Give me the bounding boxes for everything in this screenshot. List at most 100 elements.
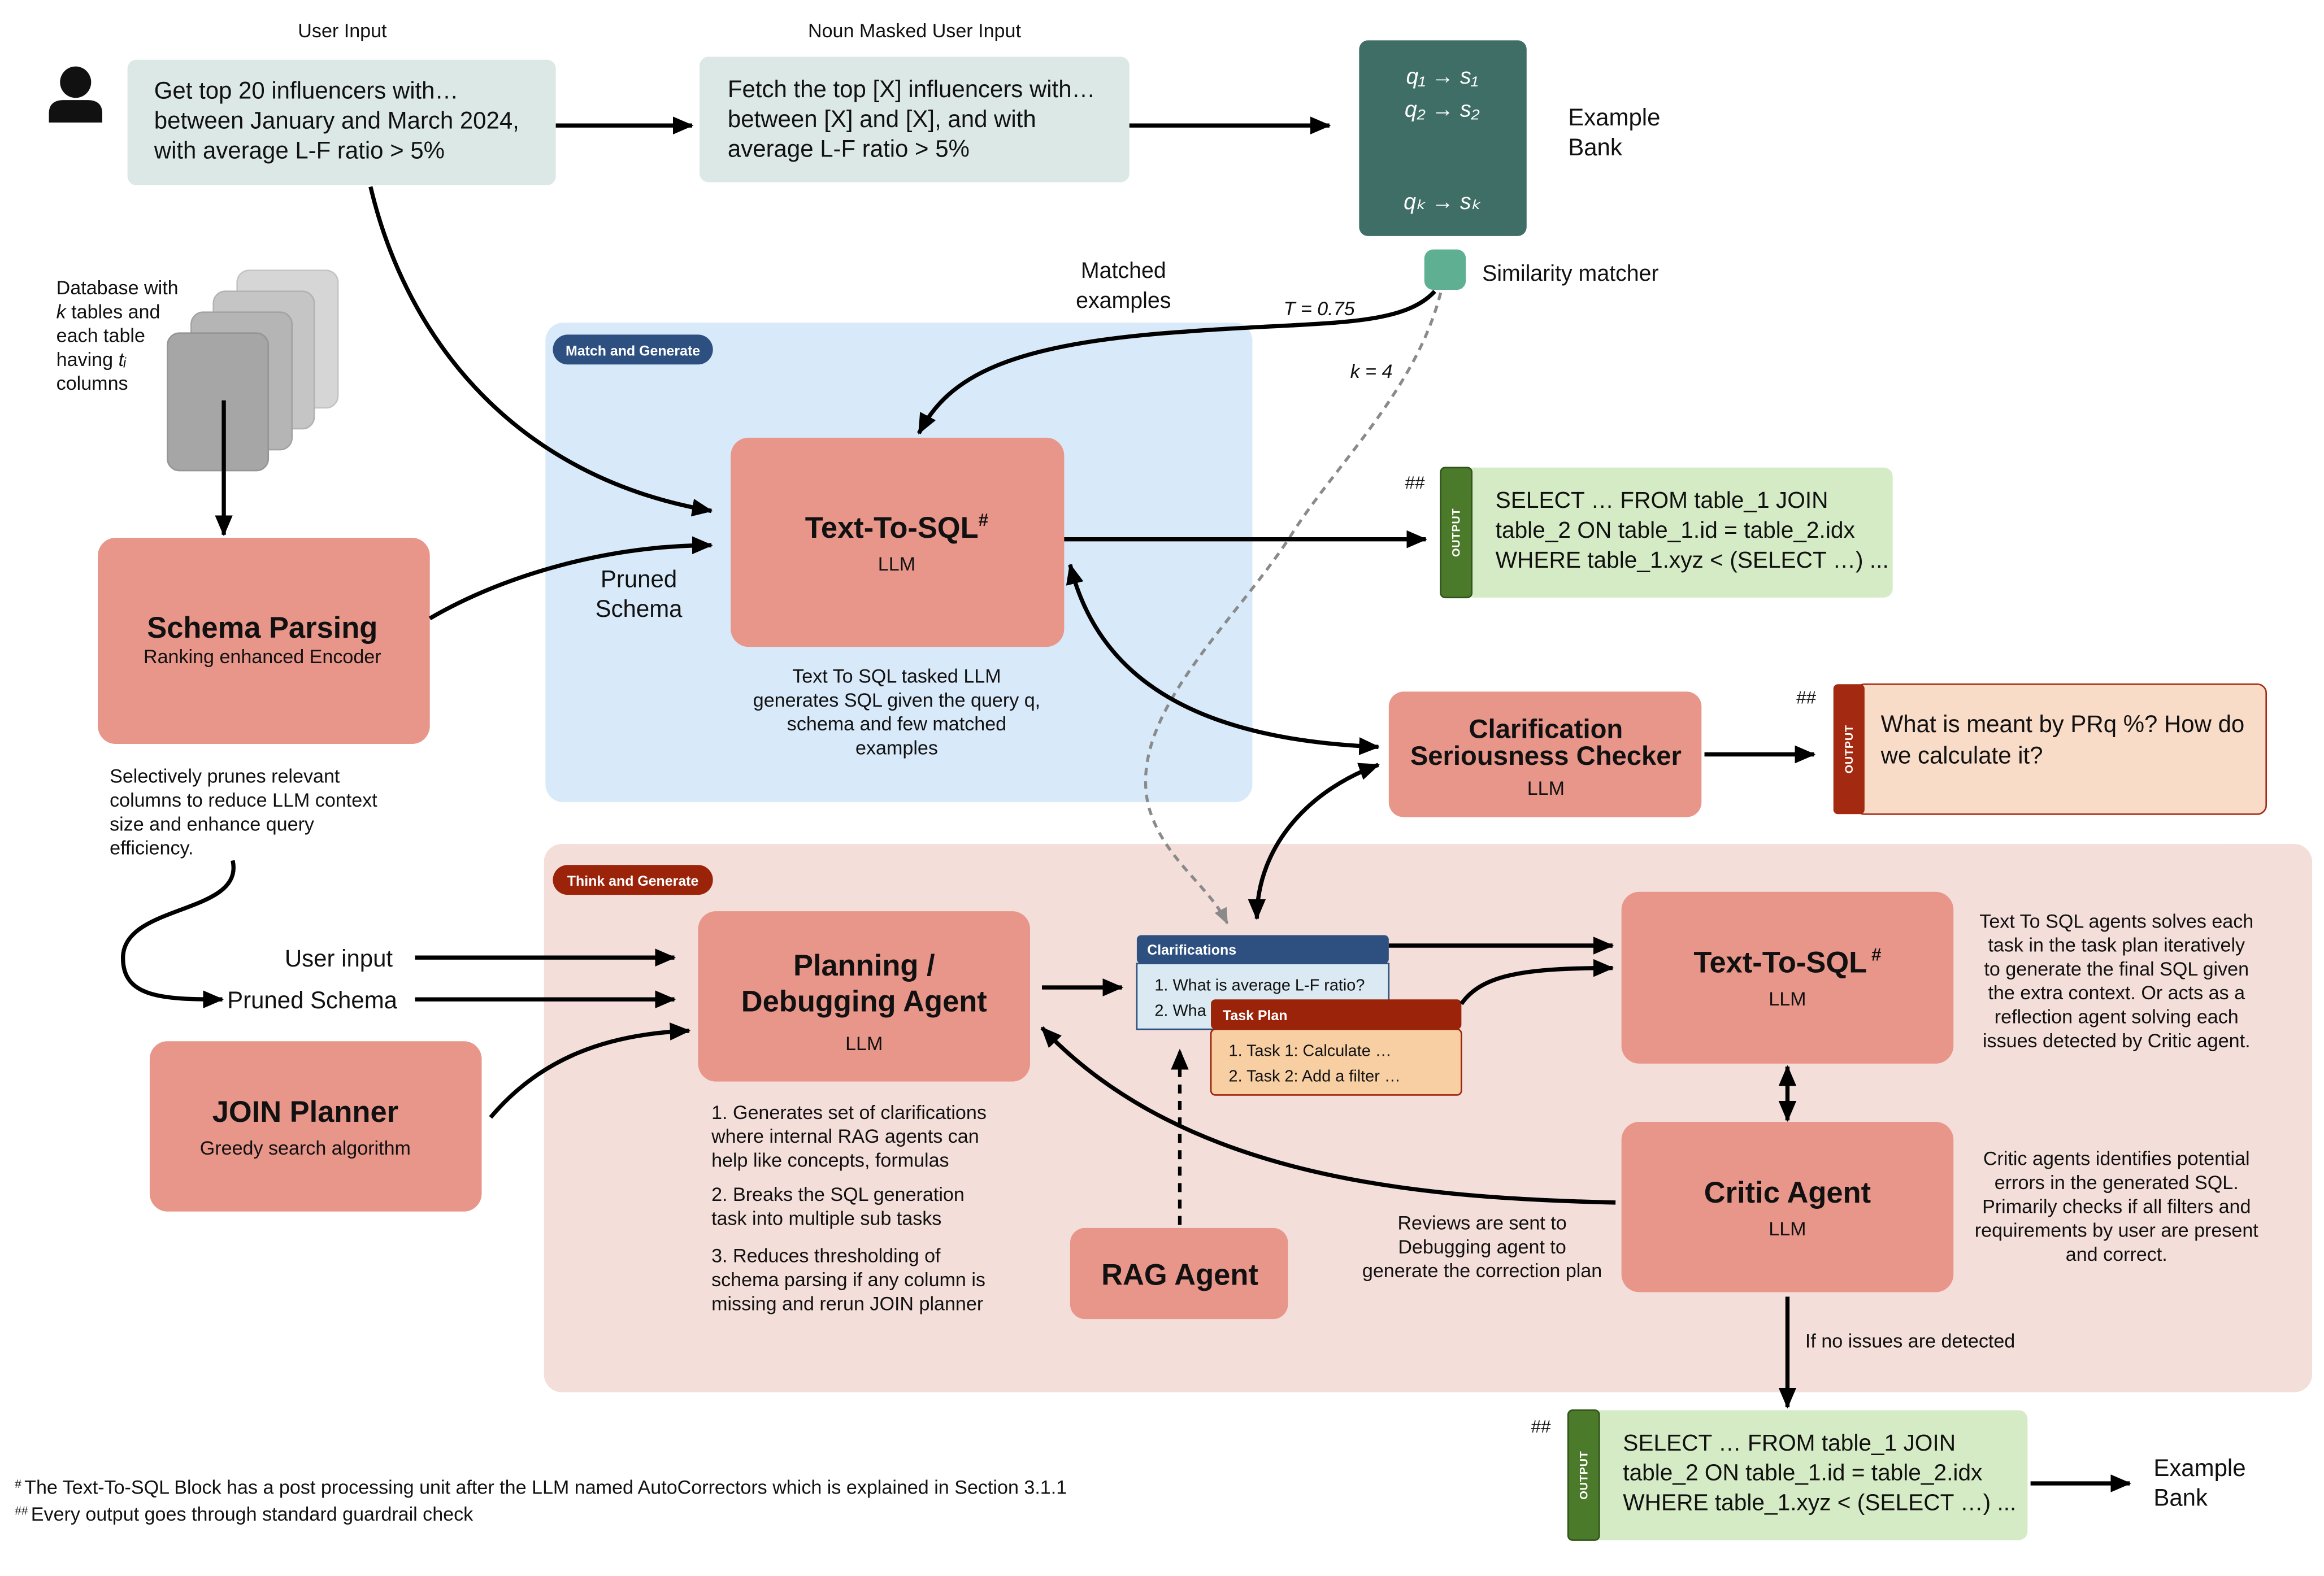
schema-parsing-note: size and enhance query — [110, 813, 315, 835]
database-note: k tables and — [57, 301, 160, 323]
output-1-sql-line: table_2 ON table_1.id = table_2.idx — [1496, 517, 1855, 543]
footnote-1: #The Text-To-SQL Block has a post proces… — [15, 1477, 1067, 1498]
example-bank-label: Bank — [1568, 134, 1623, 160]
output-3-tab-label: OUTPUT — [1578, 1451, 1590, 1499]
critic-agent-note: and correct. — [2066, 1244, 2167, 1265]
footnote-2: ##Every output goes through standard gua… — [15, 1504, 474, 1525]
database-note: each table — [57, 325, 145, 346]
user-input-box — [127, 59, 556, 185]
planning-agent-note: 2. Breaks the SQL generation — [711, 1184, 965, 1205]
think-and-generate-pill — [553, 865, 713, 895]
critic-agent-note: requirements by user are present — [1975, 1220, 2258, 1242]
matched-examples-label: Matched — [1081, 258, 1166, 283]
clarification-checker-box — [1388, 691, 1702, 817]
arrow-text-to-sql-clarification-checker — [1066, 563, 1380, 755]
database-note: having tᵢ — [57, 349, 127, 371]
clarification-checker-subtitle: LLM — [1527, 778, 1565, 799]
text-to-sql-agent-subtitle: LLM — [1769, 989, 1806, 1010]
output-1-tab — [1440, 467, 1473, 599]
planning-agent-note: missing and rerun JOIN planner — [711, 1293, 983, 1314]
database-note: Database with — [57, 277, 179, 299]
similarity-matcher-label: Similarity matcher — [1482, 261, 1659, 286]
example-bank-entry: q₂ → s₂ — [1405, 97, 1480, 121]
planning-agent-note: 1. Generates set of clarifications — [711, 1102, 987, 1124]
no-issues-label: If no issues are detected — [1805, 1330, 2015, 1352]
database-note: columns — [57, 373, 128, 394]
arrow-matcher-to-text-to-sql — [917, 290, 1436, 435]
pruned-schema-label: Pruned — [601, 565, 677, 592]
arrow-schema-parsing-to-text-to-sql — [428, 536, 713, 621]
text-to-sql-agent-note: Text To SQL agents solves each — [1979, 911, 2253, 932]
schema-parsing-note: efficiency. — [110, 838, 193, 859]
masked-input-header: Noun Masked User Input — [808, 20, 1021, 42]
clarifications-header — [1136, 935, 1389, 964]
schema-parsing-subtitle: Ranking enhanced Encoder — [144, 646, 381, 668]
database-note-var: k — [57, 301, 67, 323]
output-3-sql-line: WHERE table_1.xyz < (SELECT …) ... — [1623, 1489, 2016, 1515]
planning-agent-note: where internal RAG agents can — [711, 1126, 979, 1147]
database-note-text: tables and — [66, 301, 160, 323]
review-note: Reviews are sent to — [1397, 1212, 1566, 1234]
clarifications-header-label: Clarifications — [1147, 942, 1236, 958]
example-bank-entry: qₖ → sₖ — [1404, 189, 1481, 214]
similarity-matcher-icon — [1424, 249, 1466, 290]
schema-parsing-note: Selectively prunes relevant — [110, 766, 340, 787]
final-example-bank-label: Bank — [2153, 1484, 2208, 1511]
arrow-schema-note-to-pruned-schema — [121, 860, 236, 1009]
text-to-sql-title-mark: # — [979, 510, 989, 530]
critic-agent-note: errors in the generated SQL. — [1995, 1172, 2239, 1194]
text-to-sql-note: schema and few matched — [787, 713, 1006, 735]
planning-agent-note: task into multiple sub tasks — [711, 1208, 941, 1229]
arrow-join-planner-to-planning — [489, 1022, 691, 1119]
text-to-sql-agent-note: reflection agent solving each — [1995, 1006, 2239, 1028]
critic-agent-box — [1621, 1122, 1954, 1292]
text-to-sql-box — [731, 437, 1065, 647]
text-to-sql-subtitle: LLM — [878, 554, 915, 575]
task-plan-header — [1211, 999, 1462, 1030]
schema-parsing-note: columns to reduce LLM context — [110, 790, 377, 811]
review-note: generate the correction plan — [1362, 1260, 1602, 1282]
user-input-line: Get top 20 influencers with… — [154, 77, 459, 103]
rag-agent-box — [1070, 1227, 1288, 1320]
threshold-label: T = 0.75 — [1284, 298, 1356, 320]
output-3-footnote-mark: ## — [1531, 1416, 1551, 1436]
join-planner-subtitle: Greedy search algorithm — [200, 1138, 411, 1159]
example-bank-entry: q₁ → s₁ — [1406, 64, 1478, 89]
task-plan-header-label: Task Plan — [1223, 1008, 1287, 1024]
footnote-1-text: The Text-To-SQL Block has a post process… — [24, 1477, 1067, 1498]
planning-agent-note: schema parsing if any column is — [711, 1269, 985, 1291]
output-2-tab — [1833, 684, 1865, 815]
database-note-text: having — [57, 349, 119, 371]
clarification-item: 1. What is average L-F ratio? — [1154, 976, 1365, 994]
arrow-task-plan-to-text-to-sql-agent — [1459, 959, 1614, 1005]
output-1-footnote-mark: ## — [1405, 472, 1425, 493]
text-to-sql-note: Text To SQL tasked LLM — [792, 665, 1001, 687]
planning-agent-title: Debugging Agent — [741, 985, 987, 1018]
masked-input-line: between [X] and [X], and with — [728, 106, 1036, 132]
output-1-box — [1464, 467, 1893, 598]
final-example-bank-label: Example — [2153, 1455, 2245, 1481]
example-bank-label: Example — [1568, 104, 1660, 130]
rag-agent-title: RAG Agent — [1101, 1258, 1258, 1291]
user-input-header: User Input — [298, 20, 387, 42]
matched-examples-label: examples — [1076, 288, 1171, 313]
user-input-line: with average L-F ratio > 5% — [154, 137, 445, 163]
think-input-label-user-input: User input — [285, 945, 393, 972]
masked-input-line: Fetch the top [X] influencers with… — [728, 76, 1096, 102]
output-3-box — [1592, 1410, 2028, 1540]
text-to-sql-agent-note: to generate the final SQL given — [1984, 959, 2249, 980]
output-1-sql-line: SELECT … FROM table_1 JOIN — [1496, 487, 1828, 513]
think-and-generate-label: Think and Generate — [567, 873, 699, 889]
text-to-sql-agent-box — [1621, 891, 1954, 1064]
text-to-sql-title: Text-To-SQL# — [805, 510, 989, 545]
user-input-line: between January and March 2024, — [154, 107, 519, 133]
join-planner-title: JOIN Planner — [212, 1095, 398, 1129]
output-1-sql-line: WHERE table_1.xyz < (SELECT …) ... — [1496, 547, 1889, 573]
think-input-label-pruned-schema: Pruned Schema — [227, 987, 397, 1013]
match-and-generate-label: Match and Generate — [566, 343, 700, 359]
output-2-tab-label: OUTPUT — [1843, 725, 1856, 773]
text-to-sql-agent-title-text: Text-To-SQL — [1693, 946, 1867, 979]
arrow-user-input-to-text-to-sql — [368, 186, 713, 517]
critic-agent-note: Primarily checks if all filters and — [1982, 1196, 2251, 1217]
arrow-critic-to-planning — [1040, 1026, 1616, 1205]
